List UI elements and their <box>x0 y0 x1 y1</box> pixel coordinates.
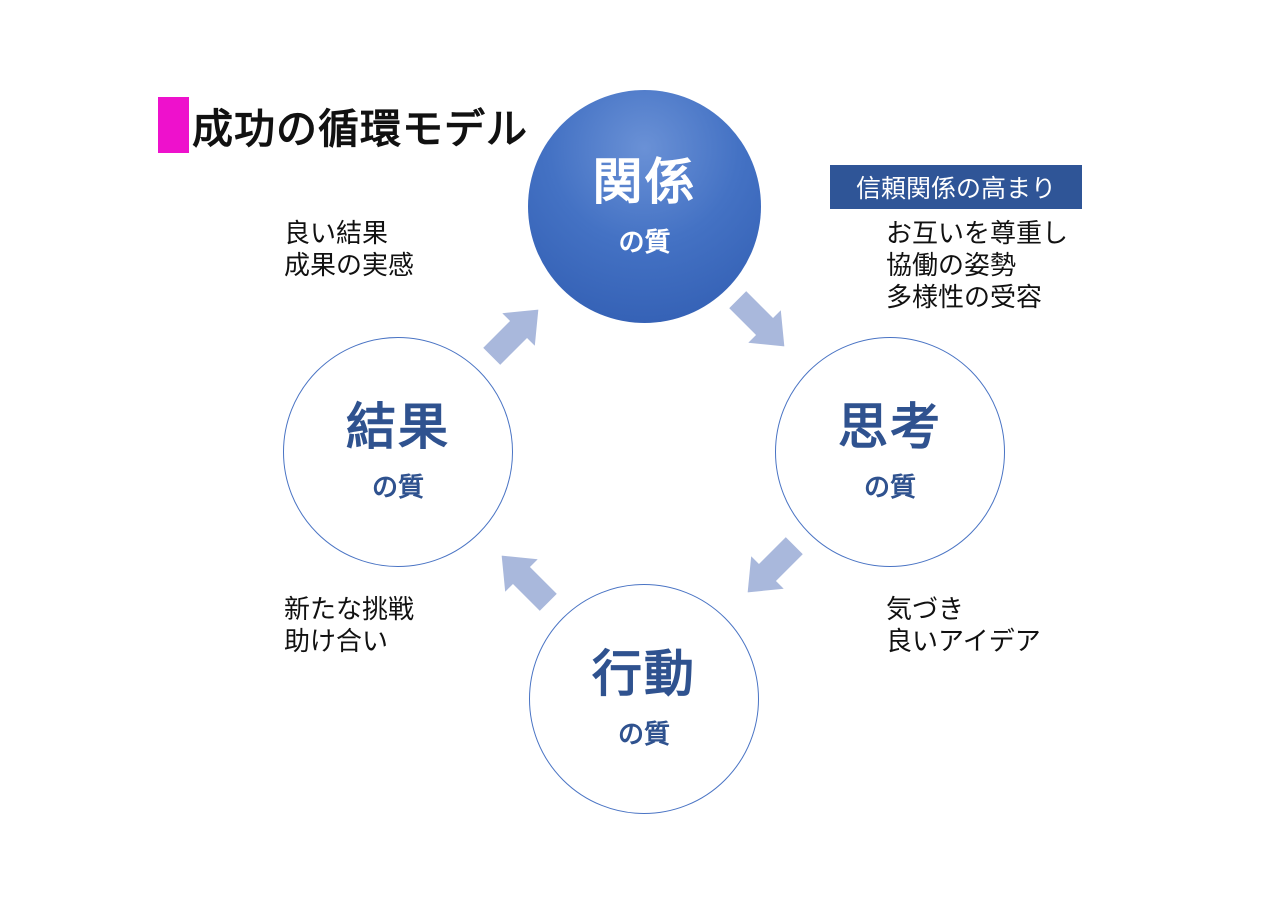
thinking-sub-label: の質 <box>863 473 916 503</box>
thinking-label: 思考 <box>838 398 942 456</box>
arrow-thinking-to-action-icon <box>731 529 810 608</box>
result-quality-circle: 結果 の質 <box>283 337 513 567</box>
action-label: 行動 <box>592 645 696 703</box>
title-text: 成功の循環モデル <box>192 105 528 153</box>
relationship-label: 関係 <box>592 152 697 211</box>
list-item: 新たな挑戦 <box>284 595 415 625</box>
list-item: 成果の実感 <box>284 251 415 281</box>
relationship-badge: 信頼関係の高まり <box>830 165 1082 209</box>
thinking-points-list: 気づき 良いアイデア <box>886 594 1041 658</box>
title-marker <box>158 97 189 153</box>
action-points-list: 新たな挑戦 助け合い <box>284 594 414 658</box>
list-item: 気づき <box>886 595 965 625</box>
arrow-action-to-result-icon <box>485 539 564 618</box>
list-item: 助け合い <box>284 627 389 657</box>
result-points-list: 良い結果 成果の実感 <box>284 218 414 282</box>
result-label: 結果 <box>346 398 450 456</box>
list-item: 多様性の受容 <box>886 283 1043 313</box>
arrow-result-to-relationship-icon <box>475 293 554 372</box>
list-item: 良い結果 <box>284 219 389 249</box>
page-title: 成功の循環モデル <box>158 96 528 154</box>
action-sub-label: の質 <box>617 720 670 750</box>
relationship-quality-circle: 関係 の質 <box>528 90 761 323</box>
list-item: 協働の姿勢 <box>886 251 1017 281</box>
relationship-points-list: お互いを尊重し 協働の姿勢 多様性の受容 <box>886 218 1068 314</box>
list-item: 良いアイデア <box>886 627 1041 657</box>
list-item: お互いを尊重し <box>886 219 1069 249</box>
thinking-quality-circle: 思考 の質 <box>775 337 1005 567</box>
action-quality-circle: 行動 の質 <box>529 584 759 814</box>
arrow-relationship-to-thinking-icon <box>721 283 800 362</box>
result-sub-label: の質 <box>371 473 424 503</box>
relationship-sub-label: の質 <box>618 227 671 258</box>
